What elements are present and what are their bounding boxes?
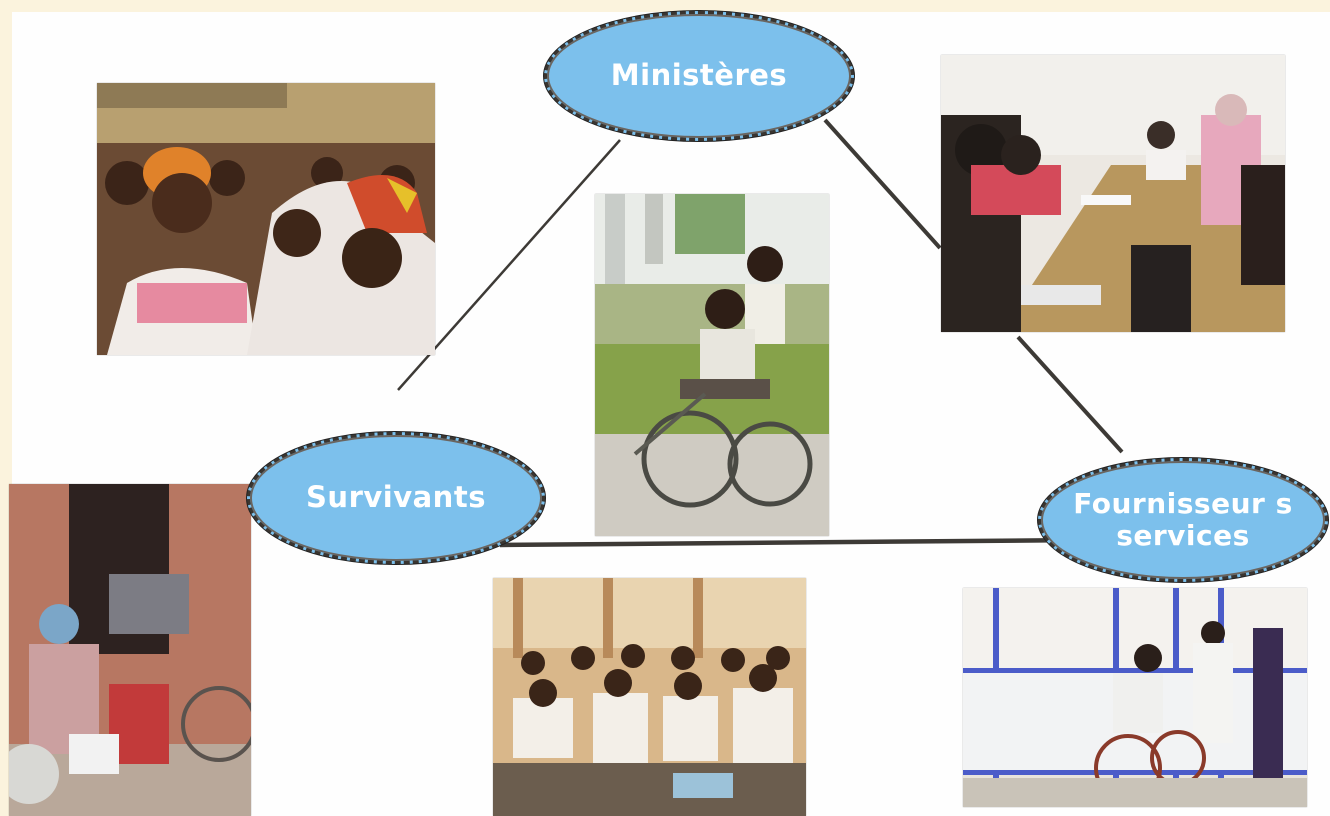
node-fournisseurs-line2: services (1116, 519, 1250, 552)
node-fournisseurs-line1: Fournisseur s (1073, 486, 1293, 520)
node-survivants-label: Survivants (306, 480, 486, 515)
edge-survivants-fournisseurs (499, 537, 1086, 548)
photo-service-counter (963, 588, 1307, 807)
edge-ministeres-fournisseurs-lower (1016, 335, 1124, 454)
edge-ministeres-fournisseurs-upper (823, 118, 942, 250)
photo-wheelchair-children (595, 194, 829, 536)
photo-classroom (493, 578, 806, 816)
edge-ministeres-survivants (397, 139, 621, 391)
node-ministeres-label: Ministères (610, 58, 788, 93)
node-survivants: Survivants (247, 432, 545, 564)
photo-office-meeting (941, 55, 1285, 332)
node-ministeres: Ministères (544, 11, 854, 141)
photo-women-gathering (97, 83, 435, 355)
node-fournisseurs: Fournisseur s services (1038, 458, 1328, 582)
photo-tricycle-woman (9, 484, 251, 816)
